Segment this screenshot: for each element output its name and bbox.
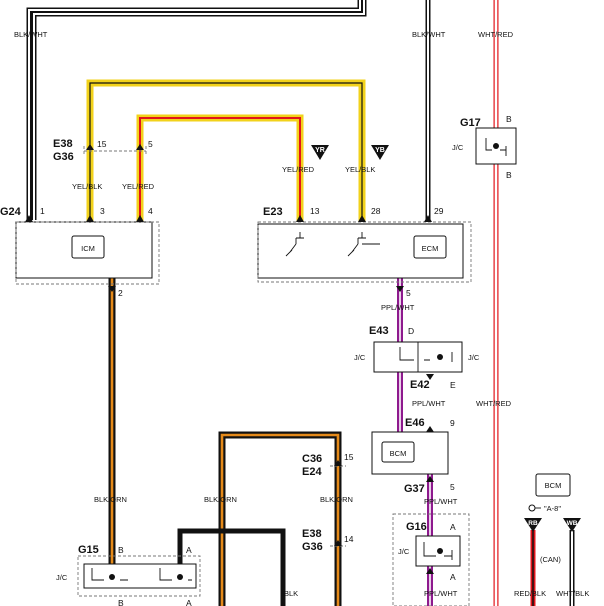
ref-icon — [528, 504, 541, 512]
label-blk-orn-left: BLK/ORN — [94, 495, 127, 504]
ecm-module — [257, 221, 472, 283]
pin-g24-2: 2 — [118, 288, 123, 298]
label-e24: E24 — [302, 466, 322, 478]
marker-rb-text: RB — [528, 520, 538, 527]
pin-c36-15: 15 — [344, 452, 354, 462]
label-can: (CAN) — [540, 555, 561, 564]
pin-15-top: 15 — [97, 139, 107, 149]
label-yel-red-ecm: YEL/RED — [282, 165, 315, 174]
icm-module — [15, 221, 160, 285]
label-blk-orn-right: BLK/ORN — [320, 495, 353, 504]
pin-g17-b-bot: B — [506, 170, 512, 180]
bcm-right-module — [535, 473, 571, 497]
pin-g24-3: 3 — [100, 206, 105, 216]
pin-e23-28: 28 — [371, 206, 381, 216]
wire-yel-red-loop — [136, 114, 304, 222]
ecm-label: ECM — [422, 244, 439, 253]
pin-e42-e: E — [450, 380, 456, 390]
label-g16: G16 — [406, 521, 427, 533]
pin-e46-9: 9 — [450, 418, 455, 428]
label-g17: G17 — [460, 117, 481, 129]
g16-junction — [392, 513, 470, 606]
label-wht-blk: WHT/BLK — [556, 589, 589, 598]
label-e46: E46 — [405, 417, 425, 429]
e46-bcm-module — [371, 431, 449, 475]
label-g15: G15 — [78, 544, 99, 556]
label-g15-jc: J/C — [56, 573, 68, 582]
pin-g16-a-bot: A — [450, 572, 456, 582]
label-e38-top: E38 — [53, 138, 73, 150]
label-g16-jc: J/C — [398, 547, 410, 556]
label-g36-top: G36 — [53, 151, 74, 163]
g17-junction — [475, 127, 517, 165]
pin-g15-a: A — [186, 545, 192, 555]
label-ppl-wht-e42: PPL/WHT — [412, 399, 446, 408]
wire-blk — [177, 528, 286, 606]
bcm-right-label: BCM — [545, 481, 562, 490]
pin-g16-a-top: A — [450, 522, 456, 532]
label-g17-jc: J/C — [452, 143, 464, 152]
label-c36: C36 — [302, 453, 322, 465]
wire-blk-wht-left — [26, 0, 367, 220]
label-e23: E23 — [263, 206, 283, 218]
label-g24: G24 — [0, 206, 22, 218]
label-yel-blk-icm: YEL/BLK — [72, 182, 102, 191]
pin-e23-29: 29 — [434, 206, 444, 216]
marker-yr-text: YR — [315, 147, 325, 154]
label-wht-red-top: WHT/RED — [478, 30, 514, 39]
label-ppl-wht-g16: PPL/WHT — [424, 589, 458, 598]
label-e43: E43 — [369, 325, 389, 337]
label-g36-bot: G36 — [302, 541, 323, 553]
marker-yr — [311, 145, 329, 160]
marker-yb-text: YB — [375, 147, 385, 154]
wire-blk-orn-center — [218, 431, 342, 606]
pin-g37-5: 5 — [450, 482, 455, 492]
marker-rb — [524, 518, 542, 532]
icm-label: ICM — [81, 244, 95, 253]
bcm-mid-label: BCM — [390, 449, 407, 458]
pin-e38-14: 14 — [344, 534, 354, 544]
pin-5-top: 5 — [148, 139, 153, 149]
label-yel-blk-ecm: YEL/BLK — [345, 165, 375, 174]
label-yel-red-icm: YEL/RED — [122, 182, 155, 191]
marker-yb — [371, 145, 389, 160]
pin-e23-13: 13 — [310, 206, 320, 216]
connector-e38-g36-top — [83, 144, 147, 155]
e43-junction — [373, 341, 463, 373]
pin-g15-b-bot: B — [118, 598, 124, 606]
label-e42: E42 — [410, 379, 430, 391]
wire-can — [530, 530, 575, 606]
label-g37: G37 — [404, 483, 425, 495]
pin-g24-4: 4 — [148, 206, 153, 216]
pin-g24-1: 1 — [40, 206, 45, 216]
label-e43-jc-left: J/C — [354, 353, 366, 362]
pin-e43-d: D — [408, 326, 414, 336]
label-e43-jc-right: J/C — [468, 353, 480, 362]
label-blk-orn-center: BLK/ORN — [204, 495, 237, 504]
label-blk: BLK — [284, 589, 298, 598]
label-blk-wht-left: BLK/WHT — [14, 30, 48, 39]
label-e38-bot: E38 — [302, 528, 322, 540]
marker-wb-text: WB — [567, 520, 578, 527]
label-blk-wht-mid: BLK/WHT — [412, 30, 446, 39]
label-ppl-wht-ecm: PPL/WHT — [381, 303, 415, 312]
marker-wb — [563, 518, 581, 532]
label-ppl-wht-g37: PPL/WHT — [424, 497, 458, 506]
g15-junction — [77, 555, 201, 597]
label-red-blk: RED/BLK — [514, 589, 546, 598]
pin-e23-5: 5 — [406, 288, 411, 298]
ref-label: "A-8" — [544, 504, 561, 513]
pin-g15-b: B — [118, 545, 124, 555]
pin-g15-a-bot: A — [186, 598, 192, 606]
label-wht-red-mid: WHT/RED — [476, 399, 512, 408]
wire-yel-blk-loop — [86, 79, 366, 222]
pin-g17-b-top: B — [506, 114, 512, 124]
